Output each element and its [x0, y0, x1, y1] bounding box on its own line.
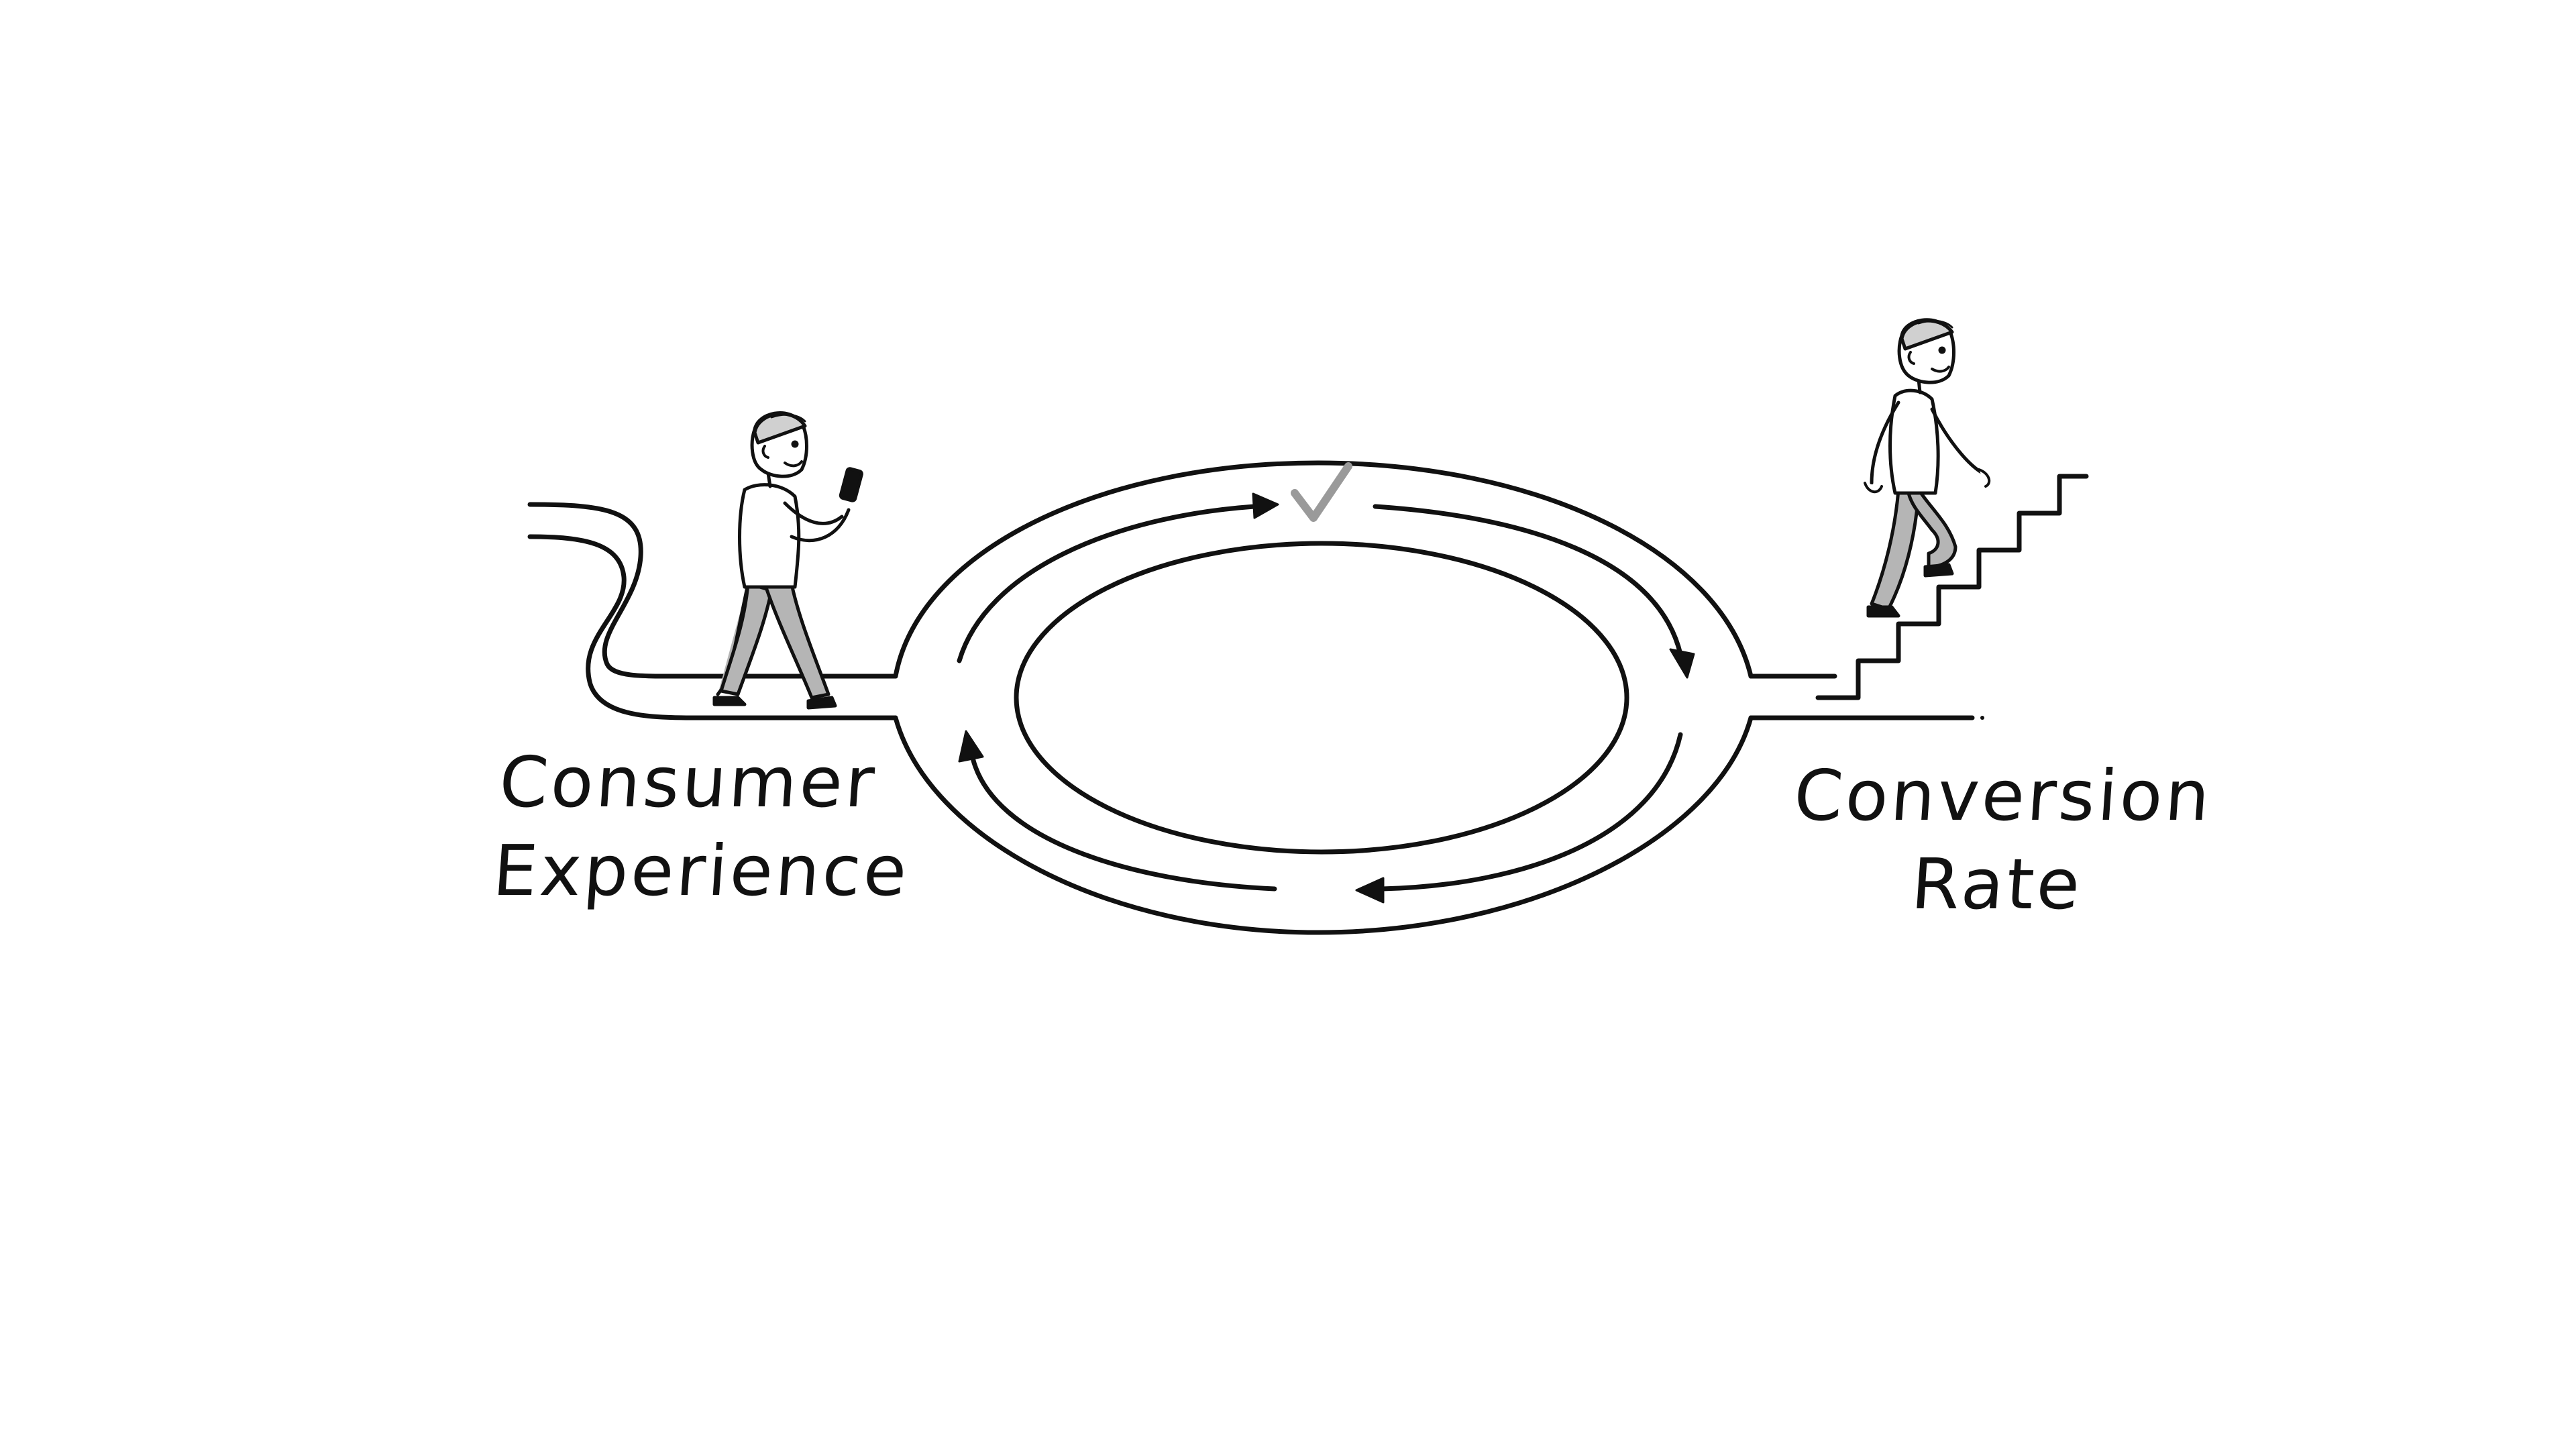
label-right-line2: Rate	[1909, 843, 2086, 925]
flow-arc-bottom-left	[970, 755, 1277, 892]
flow-arc-top-right	[1373, 504, 1683, 657]
left-road-lower-edge	[527, 534, 898, 720]
inner-ring	[1014, 541, 1629, 855]
label-left-line1: Consumer	[496, 741, 880, 823]
man-climbing-stairs-figure	[1864, 318, 1991, 618]
arrow-head-icon	[1355, 877, 1385, 904]
label-left-line2: Experience	[490, 830, 912, 912]
outer-ring-top	[893, 460, 1754, 679]
road-end-dot	[1980, 716, 1984, 720]
flow-arc-bottom-right	[1379, 732, 1683, 892]
label-right-line1: Conversion	[1791, 755, 2215, 837]
conversion-rate-label: Conversion Rate	[1785, 751, 2216, 928]
check-icon	[1291, 462, 1352, 522]
staircase	[1815, 474, 2089, 700]
arrow-head-icon	[958, 730, 984, 763]
left-road-upper-edge	[527, 502, 898, 679]
arrow-head-icon	[1669, 648, 1695, 679]
outer-ring-bottom	[893, 715, 1754, 935]
arrow-head-icon	[1252, 492, 1279, 519]
consumer-experience-label: Consumer Experience	[490, 738, 918, 915]
flow-arc-top-left	[957, 504, 1257, 663]
man-with-phone-figure	[712, 411, 863, 710]
